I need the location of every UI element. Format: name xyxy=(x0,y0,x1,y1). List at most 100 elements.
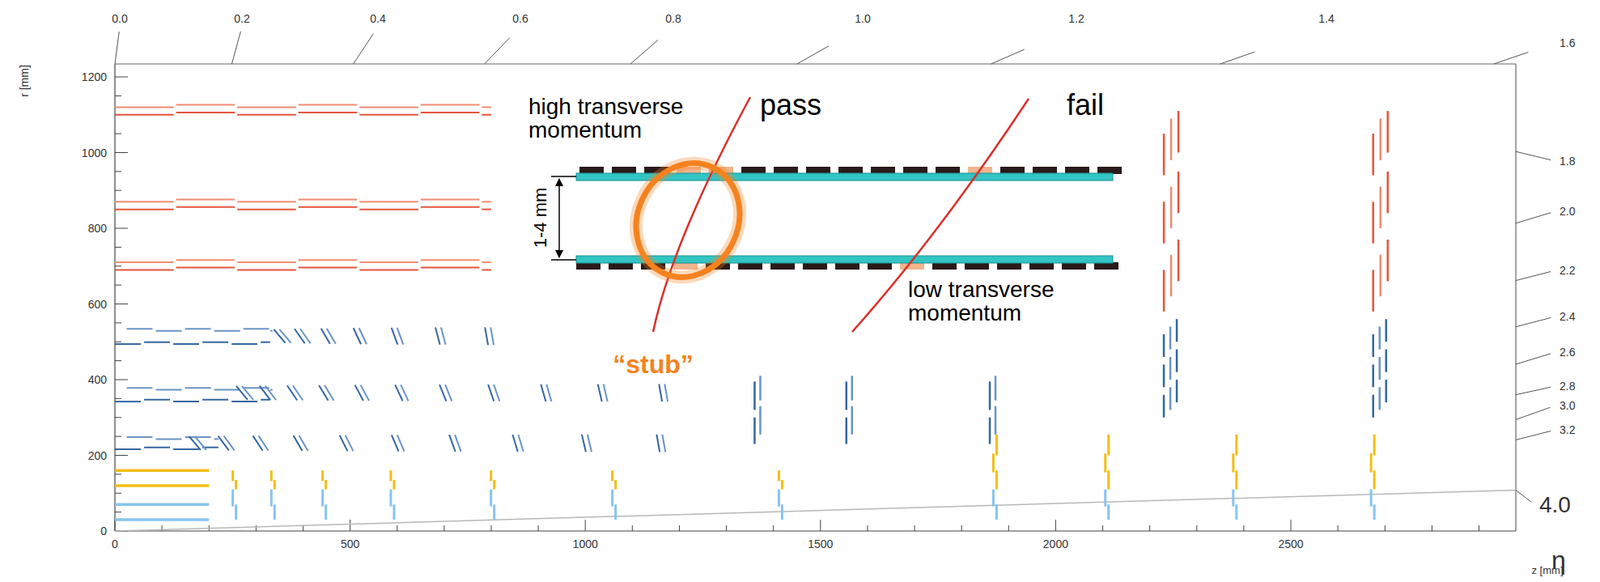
tilted-ps-module xyxy=(324,385,334,401)
tilted-ps-module xyxy=(326,328,336,344)
pixel-disk xyxy=(777,470,781,481)
z-tick xyxy=(1243,525,1244,531)
barrel-2s-module xyxy=(237,261,297,264)
stub-label: “stub” xyxy=(612,351,694,378)
z-tick xyxy=(914,525,916,531)
barrel-ps-module xyxy=(185,327,212,330)
eta-tick-label: 1.4 xyxy=(1318,12,1334,25)
endcap-2s-module xyxy=(1386,171,1389,213)
tilted-ps-module xyxy=(218,436,230,451)
barrel-ps-module xyxy=(173,343,200,345)
barrel-2s-module xyxy=(237,200,297,203)
z-tick xyxy=(255,525,257,531)
pixel-disk xyxy=(992,453,995,472)
r-tick xyxy=(114,360,122,361)
pixel-disk xyxy=(392,504,395,520)
barrel-ps-module xyxy=(173,448,200,450)
tilted-ps-module xyxy=(490,326,494,345)
endcap-ps-module xyxy=(1378,356,1381,380)
r-tick xyxy=(114,190,122,191)
pixel-disk xyxy=(992,489,995,507)
z-tick xyxy=(1149,525,1151,531)
endcap-ps-module xyxy=(1384,349,1388,373)
eta-ticks xyxy=(114,31,1551,503)
pixel-disk xyxy=(321,470,324,481)
pixel-disk xyxy=(492,504,496,520)
pixel-disk xyxy=(321,489,324,507)
eta-tick xyxy=(797,46,829,64)
axis-title: z [mm] xyxy=(1532,564,1564,576)
endcap-ps-module xyxy=(1175,379,1179,403)
barrel-ps-module xyxy=(127,386,153,389)
tilted-ps-module xyxy=(445,384,452,401)
barrel-ps-module xyxy=(156,437,183,440)
endcap-ps-module xyxy=(1384,379,1388,403)
tilted-ps-module xyxy=(662,434,666,453)
pixel-disk xyxy=(1231,489,1235,507)
r-tick xyxy=(114,379,128,381)
eta-tick-label: 1.2 xyxy=(1068,12,1084,25)
barrel-2s-module xyxy=(114,200,175,203)
pixel-disk xyxy=(231,489,234,507)
r-tick xyxy=(114,511,122,513)
eta-tick-label: 3.2 xyxy=(1559,424,1575,436)
endcap-2s-module xyxy=(1177,110,1180,153)
endcap-2s-module xyxy=(1379,118,1382,160)
tilted-ps-module xyxy=(273,329,285,344)
frame-right xyxy=(1515,63,1516,531)
pixel-disk xyxy=(234,479,238,490)
z-tick xyxy=(585,519,586,531)
pixel-disk xyxy=(1231,453,1235,472)
pixel-barrel-layer xyxy=(114,517,209,522)
pass-label: pass xyxy=(759,90,822,120)
tilted-ps-module xyxy=(397,434,405,451)
r-tick xyxy=(114,341,122,343)
eta-tick xyxy=(1515,318,1551,327)
pixel-disk xyxy=(389,489,392,507)
eta-tick-label: 0.6 xyxy=(512,12,528,25)
pixel-disk xyxy=(1235,504,1238,520)
z-tick xyxy=(632,525,633,531)
tilted-ps-module xyxy=(241,386,254,400)
r-tick xyxy=(114,454,128,456)
pixel-disk xyxy=(234,504,238,520)
barrel-2s-module xyxy=(114,268,175,271)
tilted-ps-module xyxy=(441,327,446,345)
axes-frame xyxy=(114,63,1516,531)
barrel-ps-module xyxy=(214,330,241,332)
endcap-2s-module xyxy=(1162,133,1166,175)
barrel-ps-module xyxy=(144,341,170,344)
r-tick xyxy=(114,492,122,494)
frame-top xyxy=(114,63,1516,64)
endcap-2s-module xyxy=(1177,171,1180,213)
tilted-ps-module xyxy=(658,384,663,403)
tilted-ps-module xyxy=(236,386,248,400)
fail-label: fail xyxy=(1066,90,1104,120)
z-tick-label: 1000 xyxy=(572,538,599,550)
pixel-disk xyxy=(324,479,327,490)
pixel-disk xyxy=(324,504,327,520)
endcap-ps-module xyxy=(1371,394,1375,418)
barrel-2s-module xyxy=(481,208,492,211)
endcap-ps-module xyxy=(759,406,762,435)
barrel-2s-module xyxy=(359,261,419,264)
barrel-2s-module xyxy=(481,261,492,264)
barrel-ps-module xyxy=(270,389,273,391)
endcap-ps-module xyxy=(988,417,992,445)
endcap-ps-module xyxy=(1169,326,1172,350)
barrel-ps-module xyxy=(144,446,170,449)
pixel-disk xyxy=(1107,470,1110,489)
endcap-ps-module xyxy=(845,417,849,445)
z-axis xyxy=(114,530,1516,531)
eta-tick-label: 3.0 xyxy=(1559,399,1575,412)
detector-modules xyxy=(114,105,1388,520)
pixel-disk xyxy=(611,489,614,507)
barrel-ps-module xyxy=(202,341,229,344)
endcap-ps-module xyxy=(1169,356,1172,380)
pixel-disk xyxy=(611,470,614,481)
barrel-ps-module xyxy=(114,400,141,403)
r-tick xyxy=(114,303,128,305)
z-tick-label: 500 xyxy=(340,538,360,550)
tilted-ps-module xyxy=(345,435,354,452)
barrel-ps-module xyxy=(214,437,219,440)
